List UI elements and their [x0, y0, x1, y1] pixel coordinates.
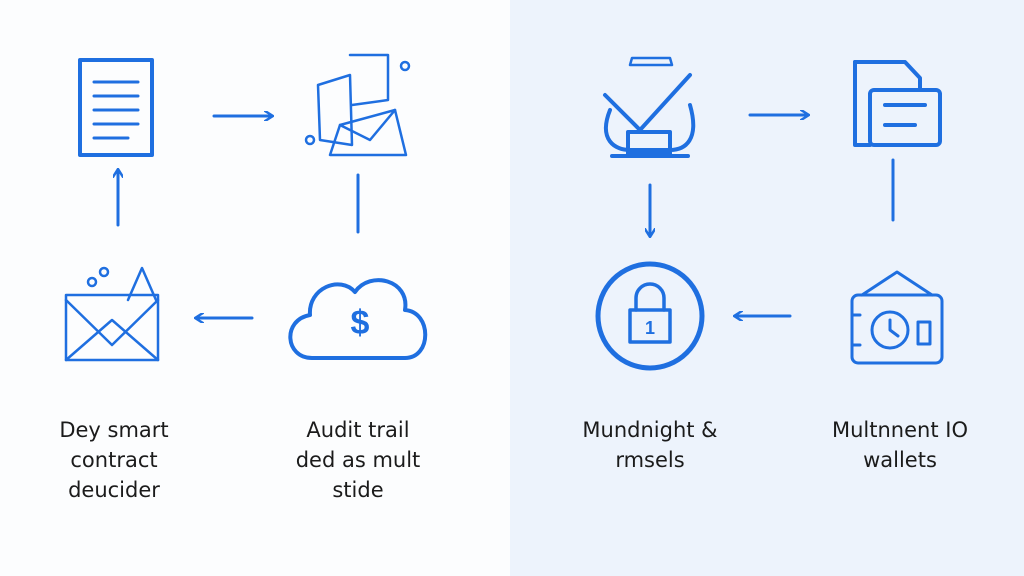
files-icon: [853, 60, 942, 147]
lock-number: 1: [645, 318, 655, 338]
label-line: Audit trail: [306, 418, 410, 442]
document-icon: [78, 58, 154, 157]
label-line: deucider: [68, 478, 160, 502]
label-line: wallets: [863, 448, 937, 472]
cloud-dollar-icon: [288, 278, 428, 360]
lock-icon: [595, 261, 705, 371]
node-label-smart-contract: Dey smart contract deucider: [4, 415, 224, 505]
label-line: stide: [332, 478, 384, 502]
left-panel: [0, 0, 510, 576]
checkmark-icon: [603, 56, 696, 158]
envelope-icon: [64, 266, 160, 362]
node-label-audit-trail: Audit trail ded as mult stide: [248, 415, 468, 505]
node-label-mundnight: Mundnight & rmsels: [540, 415, 760, 475]
label-line: Dey smart: [59, 418, 169, 442]
label-line: contract: [70, 448, 158, 472]
clock-wallet-icon: [850, 270, 944, 365]
label-line: Mundnight &: [582, 418, 718, 442]
package-icon: [304, 53, 411, 157]
label-line: Multnnent IO: [832, 418, 968, 442]
node-label-wallets: Multnnent IO wallets: [790, 415, 1010, 475]
label-line: rmsels: [615, 448, 685, 472]
label-line: ded as mult: [295, 448, 421, 472]
cloud-symbol: $: [351, 304, 370, 342]
